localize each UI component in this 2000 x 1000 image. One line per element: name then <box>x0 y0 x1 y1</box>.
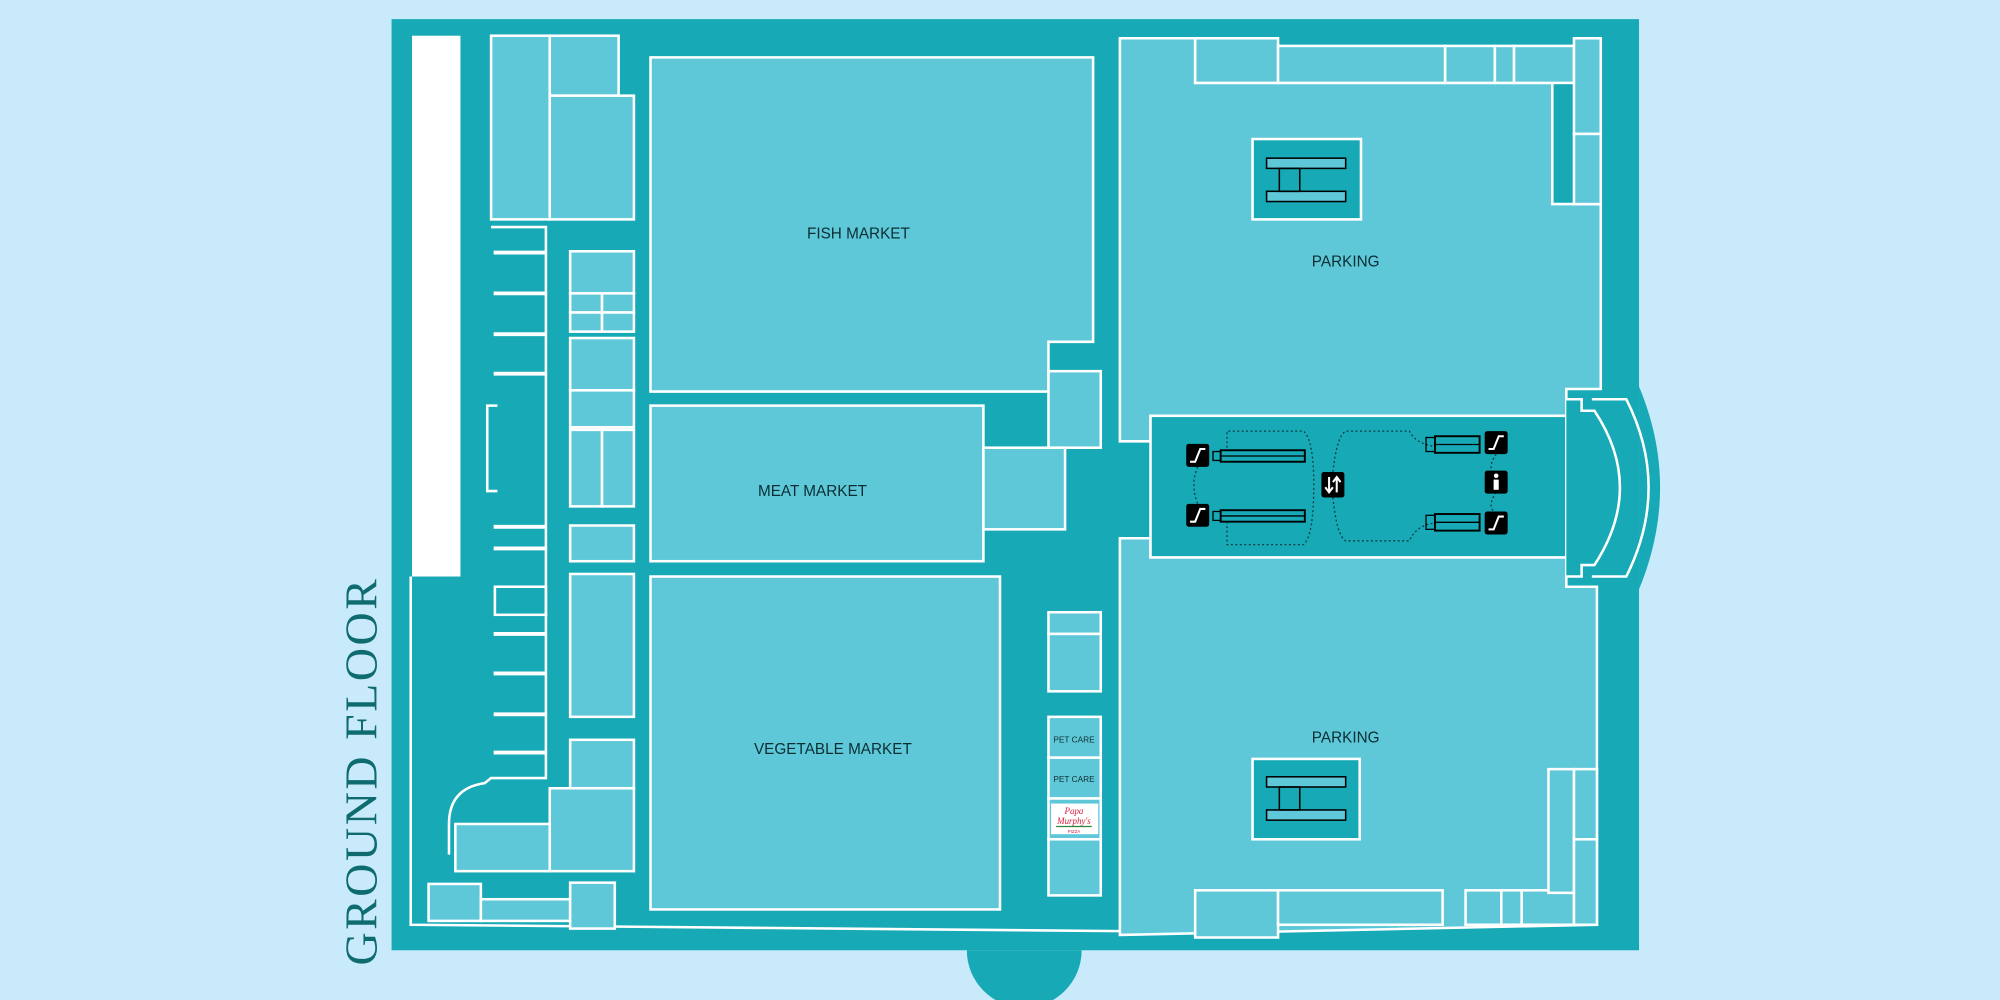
pet-care-shop-2[interactable]: PET CARE <box>1047 756 1103 800</box>
ramp-south <box>1251 757 1361 841</box>
vegetable-market[interactable]: VEGETABLE MARKET <box>649 575 1002 911</box>
walkway-strip <box>411 35 461 577</box>
parking-stall-lines <box>493 250 546 755</box>
papa-murphys-logo: Papa Murphy's PIZZA <box>1051 803 1099 835</box>
floor-title: GROUND FLOOR <box>335 577 386 966</box>
parking-label: PARKING <box>1312 254 1380 271</box>
info-icon[interactable] <box>1484 470 1508 494</box>
parking-south[interactable]: PARKING <box>1118 536 1599 939</box>
shop <box>1047 369 1103 449</box>
parking-north[interactable]: PARKING <box>1118 36 1603 443</box>
meat-market-label: MEAT MARKET <box>758 483 867 500</box>
elevator-icon[interactable] <box>1321 471 1345 498</box>
shop-column: PET CARE PET CARE Papa Murphy's PIZZA <box>1047 610 1103 897</box>
parking-label: PARKING <box>1312 729 1380 746</box>
pet-care-label: PET CARE <box>1053 774 1095 784</box>
shop <box>982 446 1067 531</box>
papa-murphys-shop[interactable]: Papa Murphy's PIZZA <box>1047 797 1103 841</box>
escalator-icon[interactable] <box>1186 443 1210 467</box>
fish-market[interactable]: FISH MARKET <box>649 56 1095 393</box>
pet-care-label: PET CARE <box>1053 734 1095 744</box>
escalator-icon[interactable] <box>1484 511 1508 535</box>
central-lobby <box>1149 397 1650 578</box>
escalator-icon[interactable] <box>1484 431 1508 455</box>
meat-market[interactable]: MEAT MARKET <box>649 404 985 563</box>
vegetable-market-label: VEGETABLE MARKET <box>754 741 912 758</box>
svg-text:Papa: Papa <box>1064 806 1084 816</box>
svg-text:PIZZA: PIZZA <box>1068 829 1081 834</box>
escalator-icon[interactable] <box>1186 503 1210 527</box>
pet-care-shop-1[interactable]: PET CARE <box>1047 715 1103 759</box>
ramp-north <box>1251 137 1363 221</box>
fish-market-label: FISH MARKET <box>807 226 910 243</box>
svg-text:Murphy's: Murphy's <box>1056 816 1091 826</box>
left-shops <box>427 34 636 930</box>
